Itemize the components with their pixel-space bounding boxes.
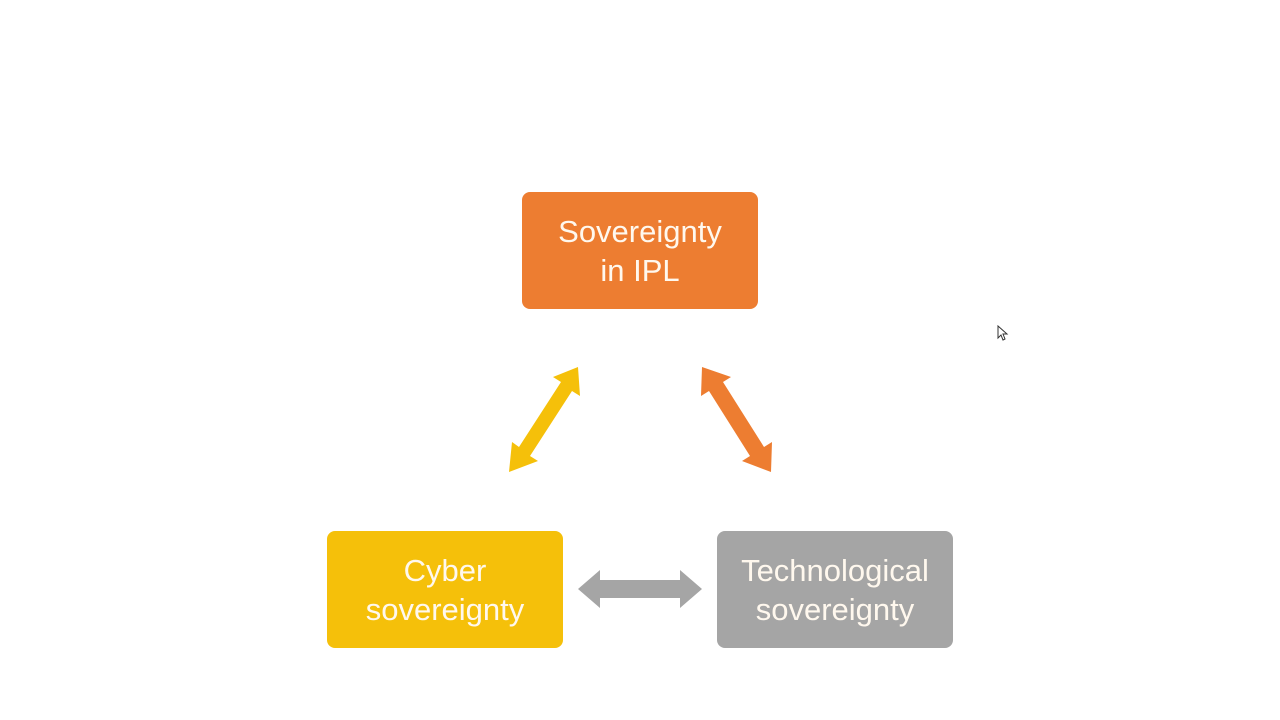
node-label-line1: Sovereignty xyxy=(558,213,722,249)
node-technological-sovereignty: Technological sovereignty xyxy=(717,531,953,648)
double-arrow-icon xyxy=(578,570,702,608)
mouse-pointer-icon xyxy=(997,325,1009,341)
node-label-line2: sovereignty xyxy=(365,591,525,627)
double-arrow-icon xyxy=(701,367,772,472)
node-label-line1: Technological xyxy=(741,552,929,588)
node-label-line2: in IPL xyxy=(600,252,680,288)
node-label-line2: sovereignty xyxy=(755,591,915,627)
node-cyber-sovereignty: Cyber sovereignty xyxy=(327,531,563,648)
node-label-line1: Cyber xyxy=(403,552,487,588)
node-sovereignty-in-ipl: Sovereignty in IPL xyxy=(522,192,758,309)
double-arrow-icon xyxy=(509,367,580,472)
